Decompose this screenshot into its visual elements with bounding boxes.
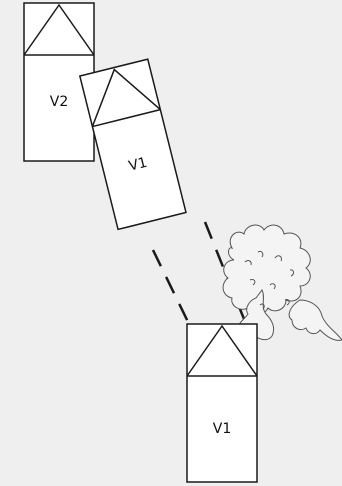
vehicle-label: V1 [127,155,149,175]
trajectory-line-left [151,249,191,325]
vehicle-v1-final: V1 [186,323,258,483]
vehicle-front-icon [186,324,258,377]
vehicle-v1-initial: V1 [78,58,187,231]
vehicle-front-icon [91,68,161,127]
vehicle-label: V1 [213,421,231,437]
vehicle-front-icon [23,3,95,56]
vehicle-label: V2 [50,94,68,110]
